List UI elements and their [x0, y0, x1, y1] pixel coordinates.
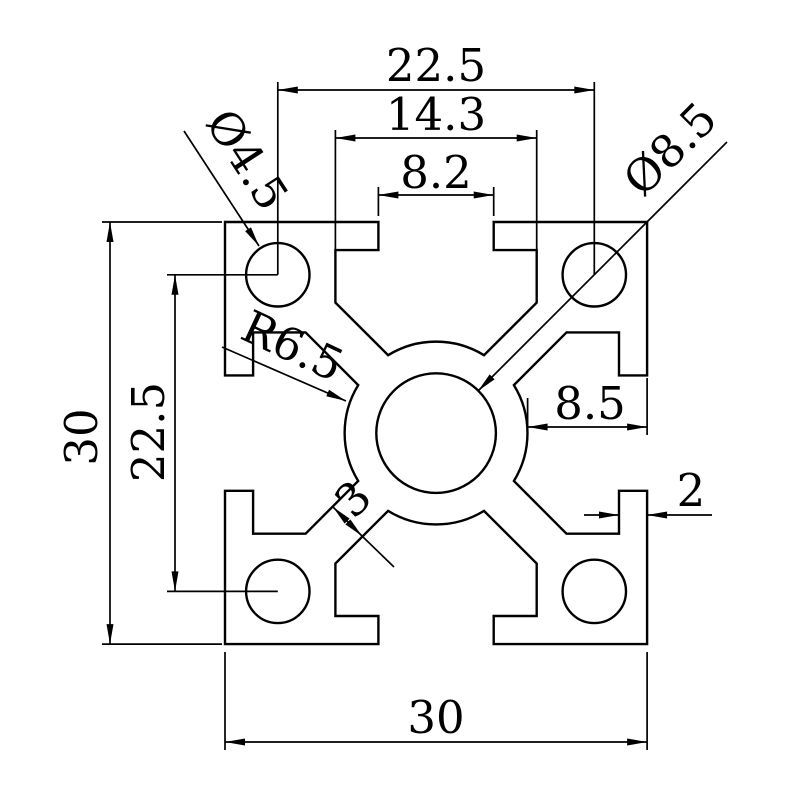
dim-label-center-bore-diameter: Ø8.5	[613, 92, 727, 206]
dim-label-boss-to-edge: 8.5	[554, 377, 626, 430]
dim-label-flange-thickness: 2	[677, 464, 706, 517]
leader-center-bore: Ø8.5	[477, 92, 728, 392]
dim-boss-to-edge: 8.5	[527, 377, 648, 431]
dim-web-thickness: 3	[324, 470, 395, 568]
dim-label-overall-width: 30	[407, 691, 464, 744]
leader-line	[183, 130, 260, 247]
dim-line-extension	[361, 535, 395, 568]
dim-top-width: 22.5	[277, 39, 595, 94]
dim-flange-thickness: 2	[584, 464, 712, 519]
dim-label-hole-spacing: 22.5	[122, 382, 175, 482]
leader-line	[477, 141, 728, 392]
double-arrow	[332, 506, 363, 537]
profile-outline	[223, 220, 649, 646]
dim-slot-inner-width: 14.3	[335, 88, 537, 142]
dim-label-slot-inner-width: 14.3	[386, 88, 486, 141]
dim-label-overall-height: 30	[55, 408, 108, 465]
dim-hole-spacing: 22.5	[122, 274, 179, 592]
dim-overall-height: 30	[55, 222, 114, 645]
dim-label-top-width: 22.5	[386, 39, 486, 92]
dim-overall-width: 30	[225, 691, 648, 746]
corner-hole-bottom-right	[561, 558, 628, 625]
center-bore	[375, 372, 498, 495]
leader-line	[221, 346, 347, 402]
leader-boss-radius: R6.5	[221, 300, 352, 402]
dim-slot-opening: 8.2	[378, 146, 494, 199]
dim-label-corner-hole-diameter: Ø4.5	[195, 100, 299, 220]
leader-corner-hole: Ø4.5	[183, 100, 299, 247]
dim-label-slot-opening: 8.2	[400, 146, 472, 199]
dim-label-web-thickness: 3	[324, 470, 382, 528]
